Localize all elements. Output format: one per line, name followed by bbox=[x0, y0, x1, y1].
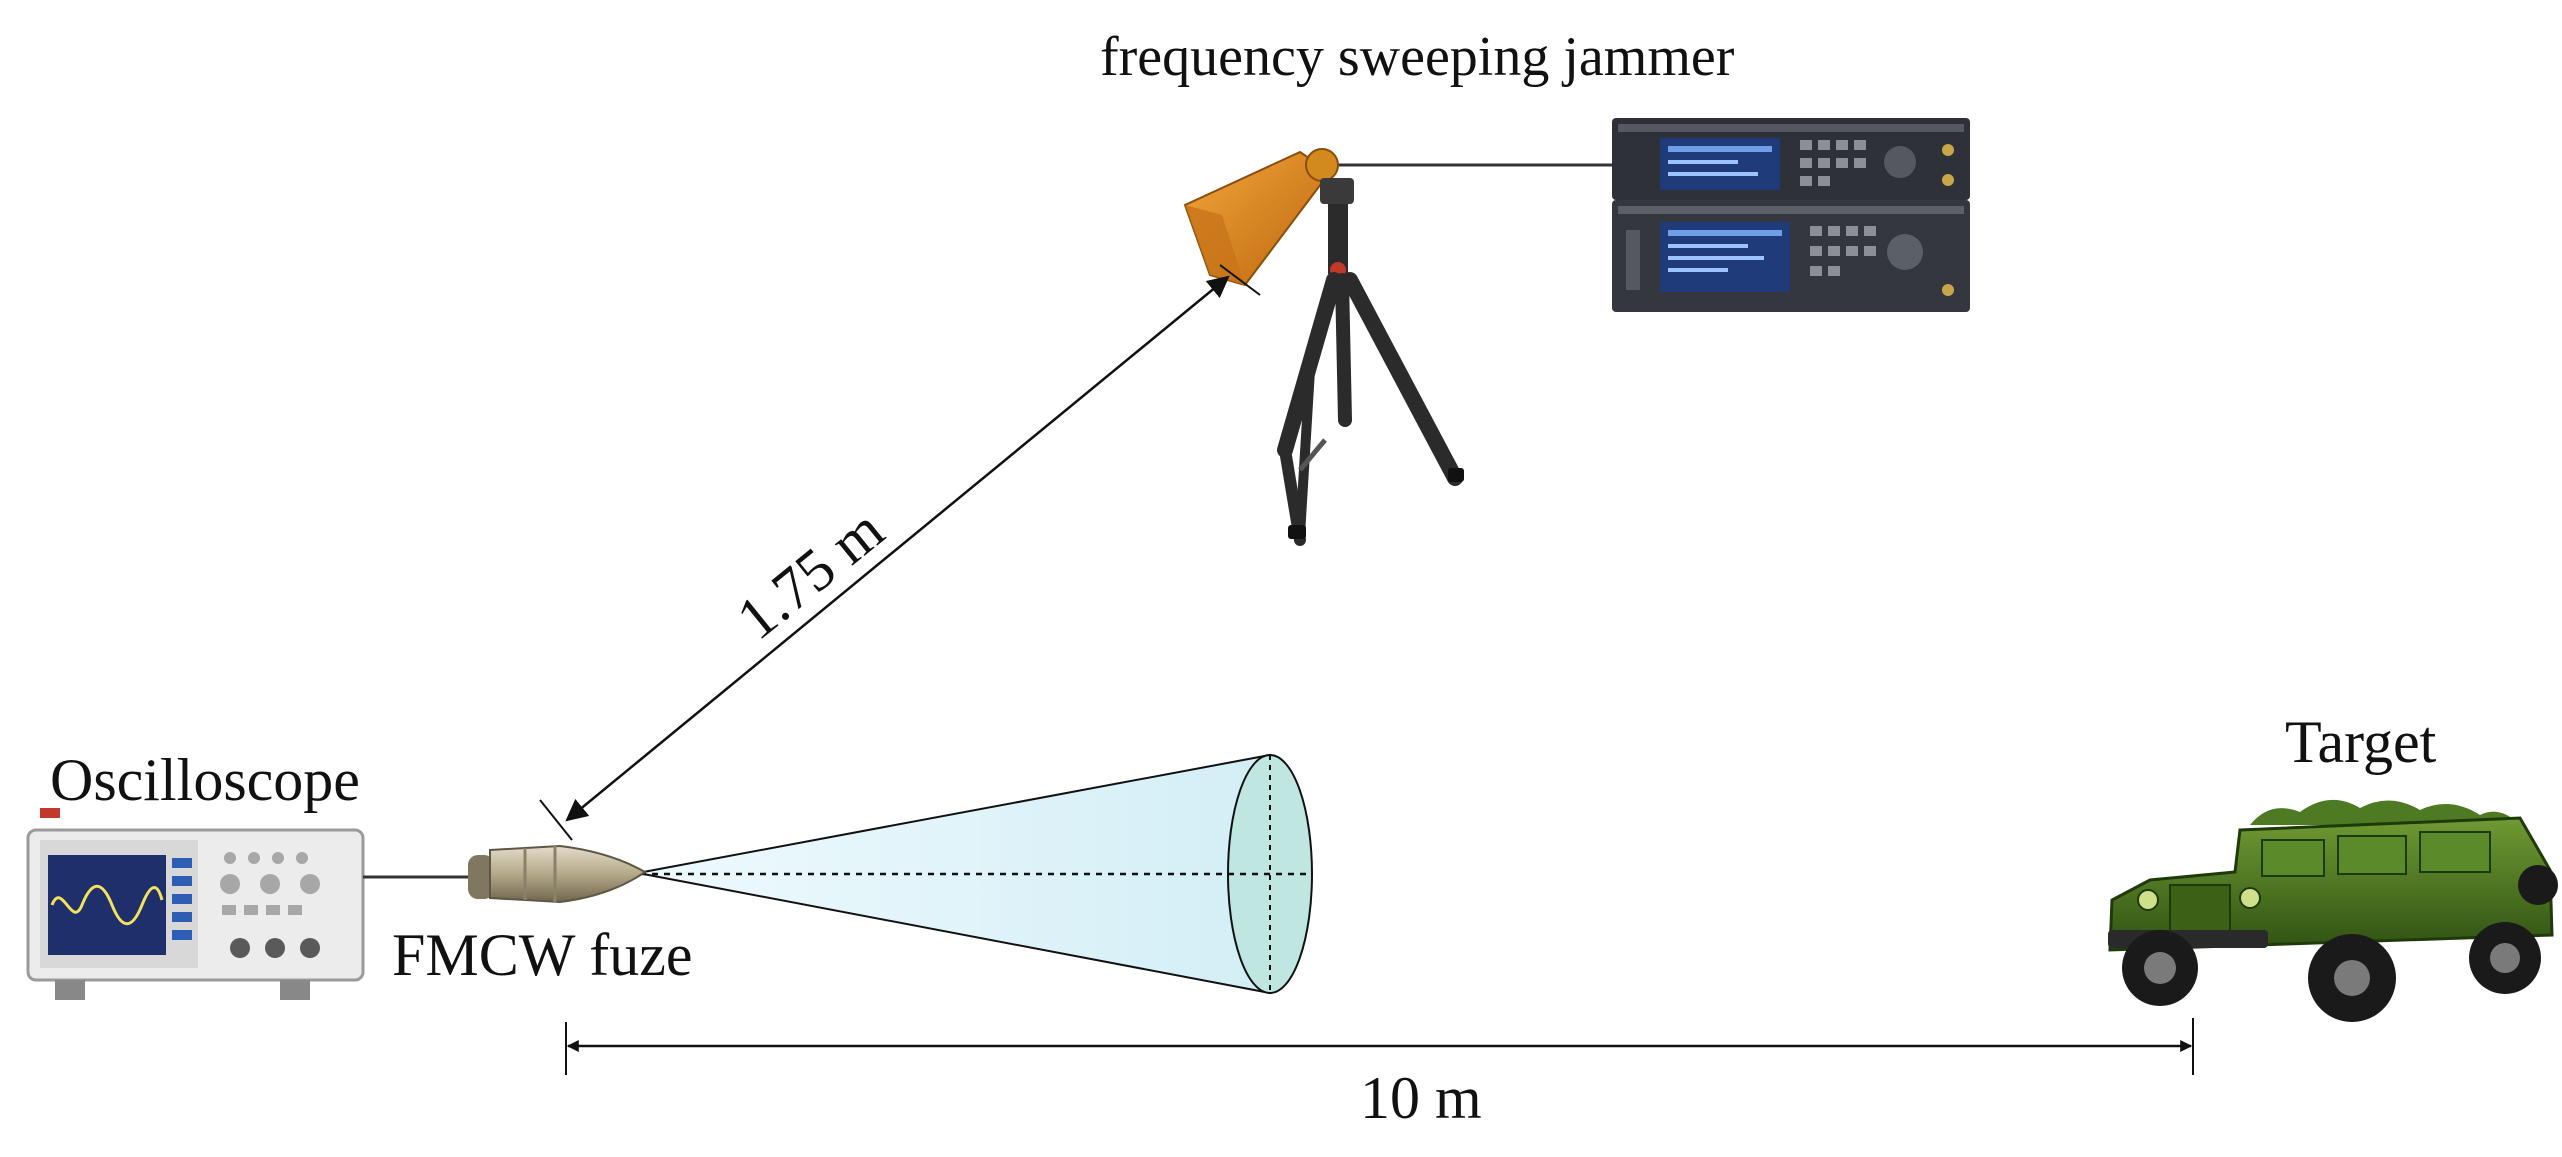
oscilloscope-icon bbox=[26, 808, 365, 1000]
distance-label-jammer: 1.75 m bbox=[725, 496, 896, 652]
jammer-label: frequency sweeping jammer bbox=[1100, 26, 1735, 88]
distance-arrow-jammer bbox=[539, 264, 1261, 841]
jeep-icon bbox=[2108, 799, 2558, 1022]
signal-generator-icon bbox=[1330, 118, 1970, 312]
target-label: Target bbox=[2285, 709, 2437, 775]
horn-antenna-icon bbox=[1183, 148, 1339, 287]
distance-label-target: 10 m bbox=[1360, 1065, 1482, 1131]
fuze-label: FMCW fuze bbox=[392, 922, 693, 988]
fuze-icon bbox=[468, 844, 647, 904]
tripod-icon bbox=[1277, 178, 1464, 546]
oscilloscope-label: Oscilloscope bbox=[50, 747, 360, 813]
distance-arrow-target bbox=[565, 1018, 2194, 1075]
radar-beam-cone bbox=[637, 753, 1313, 995]
